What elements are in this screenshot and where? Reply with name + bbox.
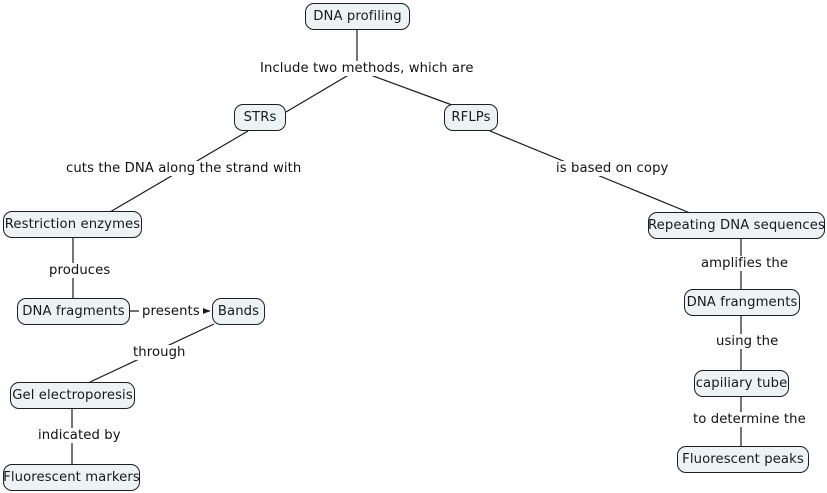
- node-repeating-dna[interactable]: Repeating DNA sequences: [648, 212, 825, 239]
- node-restriction-enzymes[interactable]: Restriction enzymes: [3, 211, 142, 238]
- edge-label-amplifies-the: amplifies the: [698, 256, 792, 272]
- node-bands[interactable]: Bands: [212, 298, 265, 325]
- edge-label-indicated-by: indicated by: [35, 428, 124, 444]
- edge-label-cuts-the-dna: cuts the DNA along the strand with: [63, 161, 305, 177]
- edge-split-to-strs: [285, 69, 358, 113]
- edge-label-produces: produces: [46, 263, 114, 279]
- node-capiliary-tube[interactable]: capiliary tube: [694, 370, 789, 397]
- node-rflps[interactable]: RFLPs: [444, 104, 498, 131]
- edge-label-include-two-methods: Include two methods, which are: [257, 61, 477, 77]
- node-fluorescent-markers[interactable]: Fluorescent markers: [3, 464, 140, 491]
- edge-label-presents: presents: [139, 304, 203, 320]
- node-dna-frangments[interactable]: DNA frangments: [684, 289, 800, 316]
- node-dna-profiling[interactable]: DNA profiling: [305, 3, 410, 30]
- edge-label-to-determine-the: to determine the: [690, 412, 809, 428]
- node-fluorescent-peaks[interactable]: Fluorescent peaks: [677, 446, 809, 473]
- node-dna-fragments[interactable]: DNA fragments: [17, 298, 130, 325]
- edge-label-through: through: [130, 345, 189, 361]
- edge-label-using-the: using the: [713, 334, 782, 350]
- node-strs[interactable]: STRs: [234, 104, 286, 131]
- edge-label-is-based-on-copy: is based on copy: [553, 161, 672, 177]
- node-gel-electroporesis[interactable]: Gel electroporesis: [10, 382, 135, 409]
- edges-group: [71, 30, 742, 464]
